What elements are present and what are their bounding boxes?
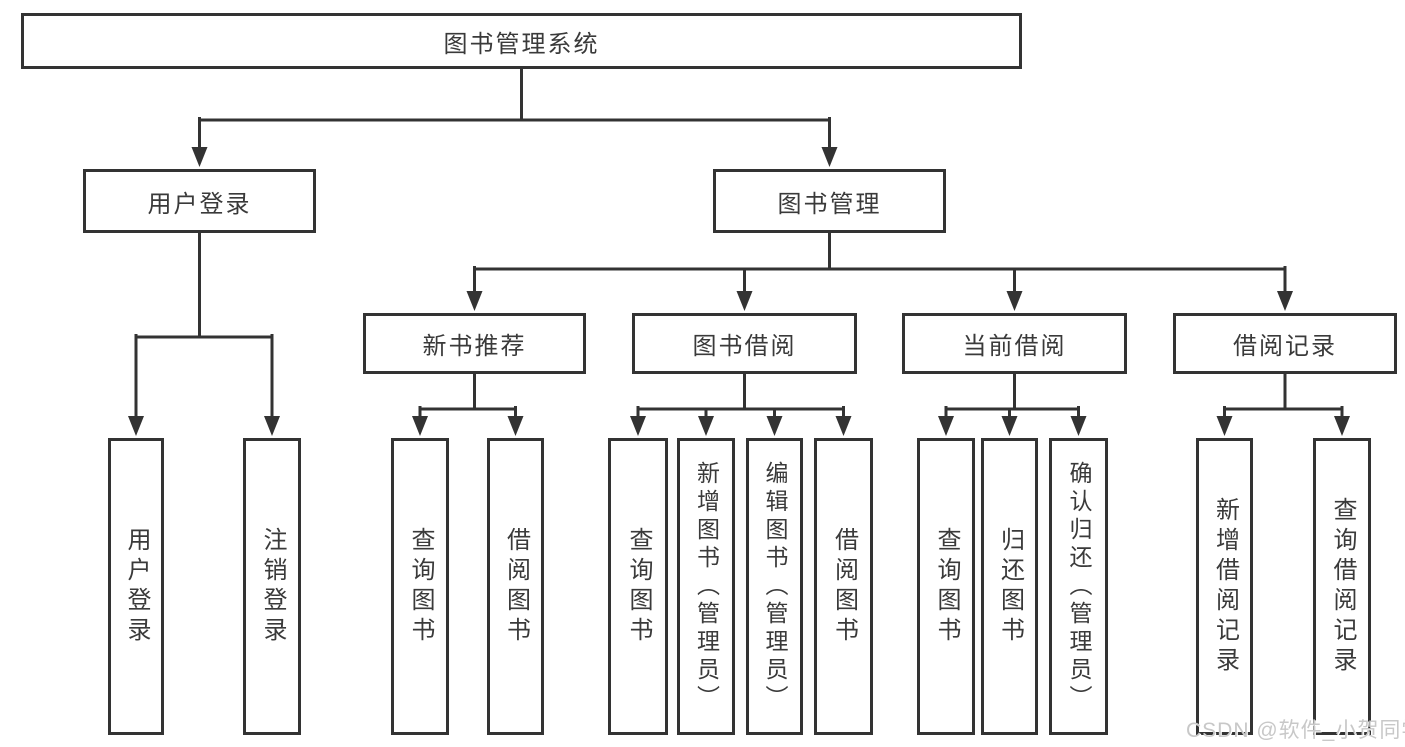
leaf-query-borrow-record: 查询借阅记录	[1313, 438, 1371, 735]
node-borrow-records: 借阅记录	[1173, 313, 1397, 374]
leaf-query-books-3: 查询图书	[917, 438, 975, 735]
leaf-edit-book-admin: 编辑图书（管理员）	[746, 438, 803, 735]
leaf-confirm-return-admin-label: 确认归还（管理员）	[1066, 460, 1092, 713]
leaf-query-books-3-label: 查询图书	[933, 526, 960, 647]
node-user-login-label: 用户登录	[147, 190, 252, 218]
node-book-borrow: 图书借阅	[632, 313, 857, 374]
leaf-add-borrow-record-label: 新增借阅记录	[1211, 496, 1239, 677]
leaf-borrow-books-2: 借阅图书	[814, 438, 873, 735]
node-root-label: 图书管理系统	[443, 30, 600, 58]
leaf-return-books-label: 归还图书	[996, 526, 1024, 647]
leaf-query-books-2-label: 查询图书	[625, 526, 652, 647]
leaf-add-borrow-record: 新增借阅记录	[1196, 438, 1253, 735]
node-new-book-recommend-label: 新书推荐	[422, 333, 527, 360]
leaf-logout-label: 注销登录	[259, 526, 286, 647]
node-current-borrow: 当前借阅	[902, 313, 1127, 374]
node-book-borrow-label: 图书借阅	[692, 333, 797, 360]
leaf-query-books-2: 查询图书	[608, 438, 668, 735]
arrowheads	[128, 147, 1350, 436]
leaf-confirm-return-admin: 确认归还（管理员）	[1049, 438, 1108, 735]
leaf-user-login: 用户登录	[108, 438, 164, 735]
leaf-borrow-books-1: 借阅图书	[487, 438, 544, 735]
leaf-add-book-admin: 新增图书（管理员）	[677, 438, 735, 735]
leaf-logout: 注销登录	[243, 438, 301, 735]
node-book-mgmt-label: 图书管理	[777, 190, 882, 218]
leaf-borrow-books-2-label: 借阅图书	[830, 526, 858, 647]
node-new-book-recommend: 新书推荐	[363, 313, 586, 374]
leaf-borrow-books-1-label: 借阅图书	[502, 526, 530, 647]
leaf-query-borrow-record-label: 查询借阅记录	[1329, 496, 1356, 677]
leaf-add-book-admin-label: 新增图书（管理员）	[693, 460, 720, 713]
leaf-edit-book-admin-label: 编辑图书（管理员）	[762, 460, 788, 713]
node-book-mgmt: 图书管理	[713, 169, 946, 233]
node-root: 图书管理系统	[21, 13, 1022, 69]
watermark-text: CSDN @软件_小贺同学	[1186, 719, 1405, 742]
leaf-query-books-1: 查询图书	[391, 438, 449, 735]
leaf-user-login-label: 用户登录	[123, 526, 150, 647]
node-user-login: 用户登录	[83, 169, 316, 233]
leaf-return-books: 归还图书	[981, 438, 1038, 735]
leaf-query-books-1-label: 查询图书	[407, 526, 434, 647]
node-borrow-records-label: 借阅记录	[1233, 333, 1337, 360]
node-current-borrow-label: 当前借阅	[962, 333, 1067, 360]
